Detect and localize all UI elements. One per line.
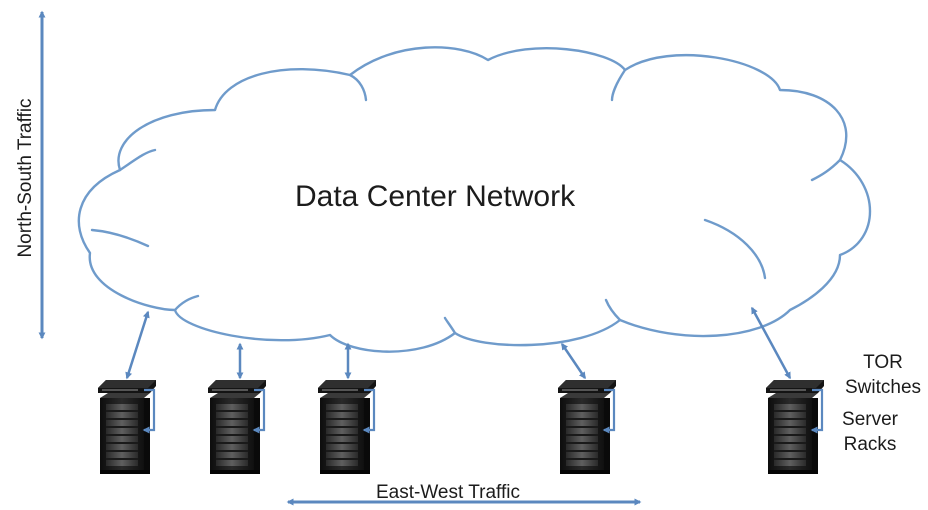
server-rack bbox=[318, 380, 376, 474]
uplink-arrow bbox=[560, 342, 587, 380]
tor-switches-label: TOR Switches bbox=[844, 352, 922, 398]
uplink-arrow bbox=[750, 306, 792, 380]
uplink-arrow bbox=[125, 310, 150, 380]
server-rack bbox=[766, 380, 824, 474]
cloud-title: Data Center Network bbox=[295, 180, 576, 213]
east-west-label: East-West Traffic bbox=[376, 482, 520, 503]
server-rack bbox=[208, 380, 266, 474]
server-rack bbox=[98, 380, 156, 474]
network-cloud bbox=[77, 46, 872, 353]
north-south-label: North-South Traffic bbox=[15, 98, 36, 258]
server-rack bbox=[558, 380, 616, 474]
server-racks-label: Server Racks bbox=[842, 409, 898, 455]
